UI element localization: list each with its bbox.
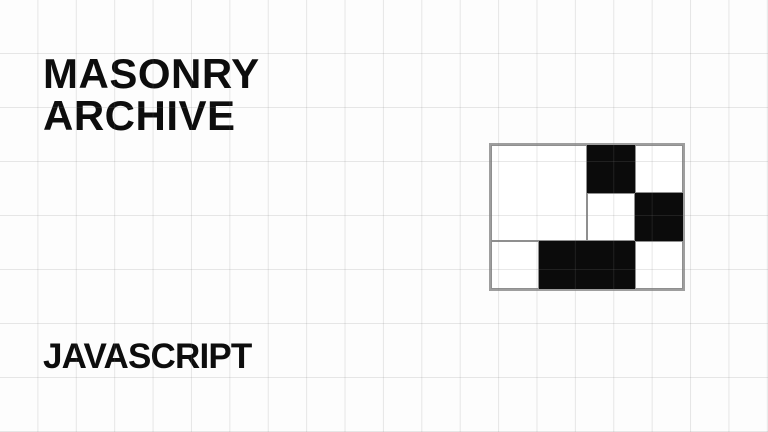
page-title-line-1: MASONRY xyxy=(43,50,260,97)
masonry-cell-white xyxy=(635,241,683,289)
page-title: MASONRY ARCHIVE xyxy=(43,53,260,137)
subtitle-label: JAVASCRIPT xyxy=(43,337,252,376)
masonry-cell-white xyxy=(491,145,587,241)
page-title-line-2: ARCHIVE xyxy=(43,92,236,139)
masonry-cell-white xyxy=(635,145,683,193)
masonry-cell-white xyxy=(587,193,635,241)
masonry-cell-black xyxy=(587,145,635,193)
masonry-cell-black xyxy=(635,193,683,241)
masonry-grid-figure xyxy=(489,143,685,291)
masonry-cell-black xyxy=(539,241,635,289)
masonry-cell-white xyxy=(491,241,539,289)
